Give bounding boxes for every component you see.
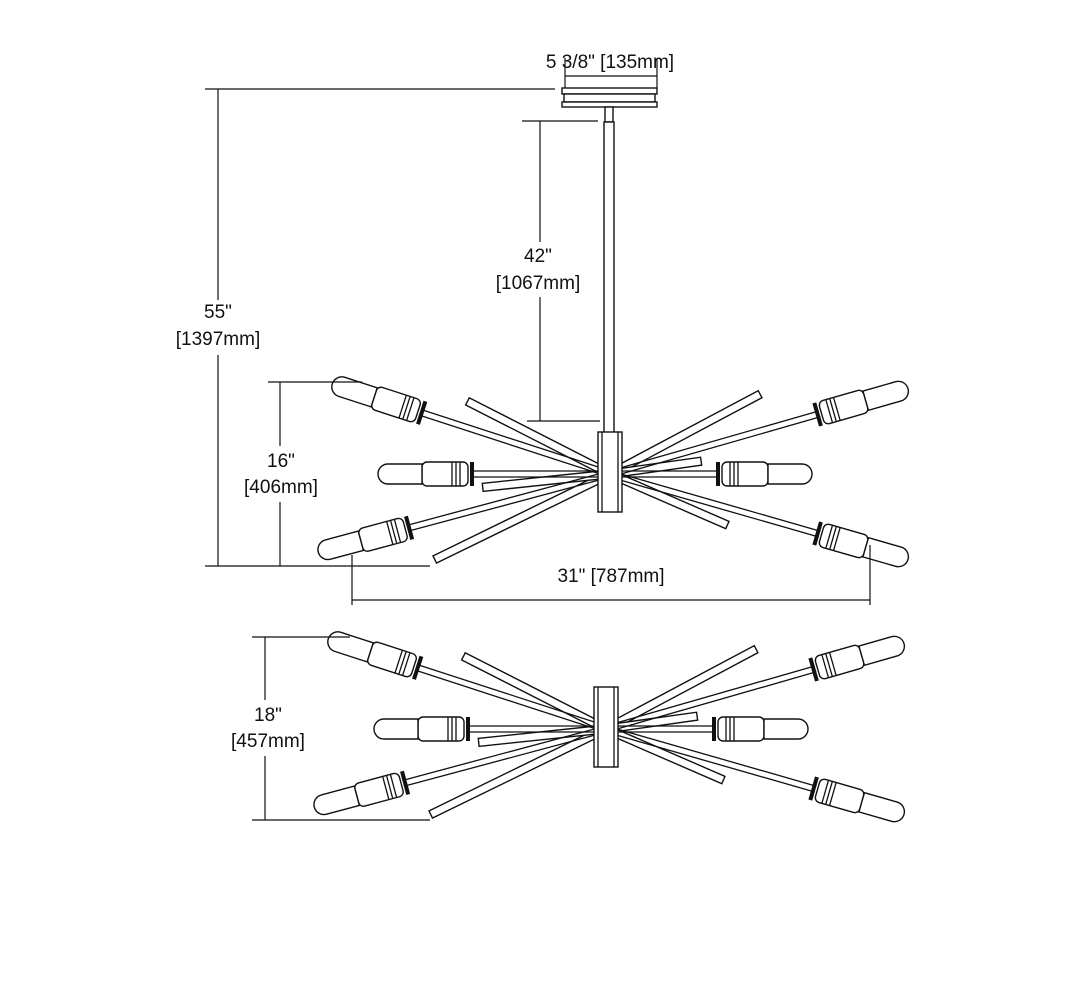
svg-text:[457mm]: [457mm] bbox=[231, 731, 305, 752]
svg-text:42": 42" bbox=[524, 246, 552, 267]
svg-text:16": 16" bbox=[267, 451, 295, 472]
svg-text:[406mm]: [406mm] bbox=[244, 477, 318, 498]
dimension-rod-length: 42" [1067mm] bbox=[496, 120, 600, 422]
canopy bbox=[561, 87, 658, 108]
dimension-fixture-width: 31" [787mm] bbox=[351, 545, 871, 605]
svg-text:5 3/8" [135mm]: 5 3/8" [135mm] bbox=[546, 52, 674, 73]
dimension-side-height: 18" [457mm] bbox=[231, 636, 430, 821]
svg-text:55": 55" bbox=[204, 302, 232, 323]
downrod bbox=[603, 106, 615, 435]
dimension-fixture-height: 16" [406mm] bbox=[244, 381, 362, 566]
chandelier-side-view bbox=[311, 627, 907, 826]
dimension-overall-height: 55" [1397mm] bbox=[176, 88, 555, 567]
svg-text:31" [787mm]: 31" [787mm] bbox=[557, 566, 664, 587]
svg-text:[1397mm]: [1397mm] bbox=[176, 329, 260, 350]
svg-text:18": 18" bbox=[254, 705, 282, 726]
dimension-canopy-width: 5 3/8" [135mm] bbox=[546, 52, 674, 88]
svg-text:[1067mm]: [1067mm] bbox=[496, 273, 580, 294]
